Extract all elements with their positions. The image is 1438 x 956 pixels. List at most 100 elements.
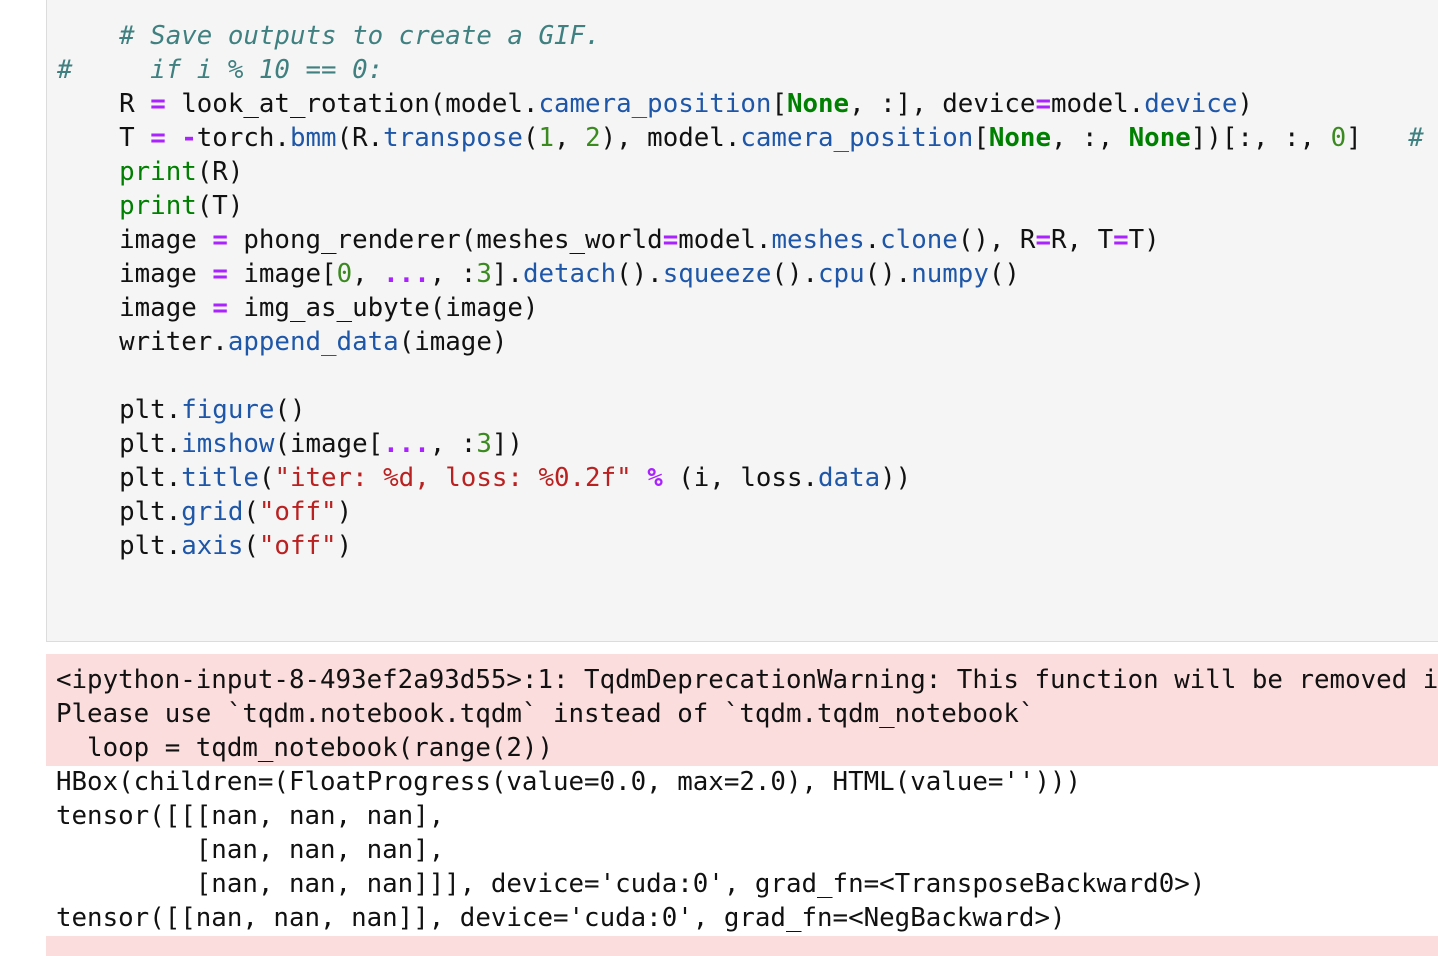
- code-token: transpose: [383, 123, 523, 153]
- code-line: plt.axis("off"): [57, 529, 1424, 563]
- code-line: image = phong_renderer(meshes_world=mode…: [57, 223, 1424, 257]
- code-token: (): [988, 259, 1020, 289]
- code-token: title: [181, 463, 259, 493]
- code-token: =: [1113, 225, 1129, 255]
- stdout-line: [nan, nan, nan]]], device='cuda:0', grad…: [56, 869, 1206, 899]
- code-line: R = look_at_rotation(model.camera_positi…: [57, 87, 1424, 121]
- code-token: #: [1408, 123, 1424, 153]
- code-token: =: [150, 89, 166, 119]
- code-token: ...: [383, 259, 430, 289]
- code-token: None: [1128, 123, 1191, 153]
- code-token: 0: [1330, 123, 1347, 153]
- stderr-output: <ipython-input-8-493ef2a93d55>:1: TqdmDe…: [46, 654, 1438, 766]
- code-token: =: [212, 225, 228, 255]
- code-line: plt.title("iter: %d, loss: %0.2f" % (i, …: [57, 461, 1424, 495]
- code-line: [57, 359, 1424, 393]
- stderr-line: Please use `tqdm.notebook.tqdm` instead …: [56, 699, 1035, 729]
- code-token: model.: [678, 225, 772, 255]
- code-line: # Save outputs to create a GIF.: [57, 19, 1424, 53]
- code-token: numpy: [911, 259, 989, 289]
- code-token: , :], device: [849, 89, 1036, 119]
- code-token: 0: [336, 259, 353, 289]
- code-token: plt.: [57, 531, 182, 561]
- code-token: -: [181, 123, 197, 153]
- code-line: print(R): [57, 155, 1424, 189]
- code-token: (), R: [957, 225, 1036, 255]
- code-token: =: [662, 225, 679, 255]
- code-token: R, T: [1051, 225, 1114, 255]
- code-token: (T): [196, 191, 244, 221]
- code-token: [57, 191, 119, 221]
- code-token: (R): [196, 157, 244, 187]
- code-token: [: [973, 123, 989, 153]
- code-token: ): [336, 531, 353, 561]
- code-token: img_as_ubyte(image): [227, 293, 539, 323]
- code-token: # Save outputs to create a GIF.: [119, 21, 601, 51]
- code-token: look_at_rotation(model.: [165, 89, 539, 119]
- code-token: T): [1128, 225, 1160, 255]
- code-line: T = -torch.bmm(R.transpose(1, 2), model.…: [57, 121, 1424, 155]
- code-token: (): [274, 395, 306, 425]
- stderr-line: <ipython-input-8-493ef2a93d55>:1: TqdmDe…: [56, 665, 1438, 695]
- code-editor[interactable]: # Save outputs to create a GIF.# if i % …: [57, 19, 1424, 563]
- code-token: plt.: [57, 463, 182, 493]
- code-token: ): [1237, 89, 1253, 119]
- stdout-line: HBox(children=(FloatProgress(value=0.0, …: [56, 767, 1082, 797]
- code-token: "off": [258, 531, 337, 561]
- code-token: torch.: [196, 123, 290, 153]
- code-token: print: [119, 191, 197, 221]
- code-token: image: [57, 225, 213, 255]
- code-token: squeeze: [662, 259, 772, 289]
- code-token: camera_position: [538, 89, 772, 119]
- code-token: "iter: %d, loss: %0.2f": [274, 463, 632, 493]
- code-token: model.: [1051, 89, 1145, 119]
- code-cell-input[interactable]: # Save outputs to create a GIF.# if i % …: [46, 0, 1438, 642]
- code-token: [166, 123, 182, 153]
- code-token: %: [647, 463, 663, 493]
- code-token: meshes: [771, 225, 865, 255]
- code-token: image: [57, 293, 213, 323]
- stdout-output: HBox(children=(FloatProgress(value=0.0, …: [56, 765, 1205, 935]
- code-token: ().: [864, 259, 912, 289]
- code-token: , :,: [1051, 123, 1129, 153]
- stderr-line: loop = tqdm_notebook(range(2)): [56, 733, 553, 763]
- code-token: append_data: [227, 327, 399, 357]
- code-token: cpu: [818, 259, 865, 289]
- code-token: ), model.: [600, 123, 741, 153]
- code-line: plt.imshow(image[..., :3]): [57, 427, 1424, 461]
- code-token: =: [150, 123, 166, 153]
- code-token: ]): [491, 429, 523, 459]
- code-token: image[: [227, 259, 337, 289]
- code-token: ]: [1346, 123, 1409, 153]
- code-token: plt.: [57, 429, 182, 459]
- code-token: (: [243, 531, 259, 561]
- code-line: plt.grid("off"): [57, 495, 1424, 529]
- code-token: =: [1035, 225, 1051, 255]
- code-token: imshow: [181, 429, 275, 459]
- code-token: plt.: [57, 497, 182, 527]
- code-token: =: [212, 293, 228, 323]
- stderr-output-next: [46, 936, 1438, 956]
- code-token: ().: [616, 259, 663, 289]
- code-token: axis: [181, 531, 244, 561]
- code-token: detach: [522, 259, 617, 289]
- stdout-line: tensor([[[nan, nan, nan],: [56, 801, 445, 831]
- code-token: (R.: [336, 123, 384, 153]
- code-token: (i, loss.: [662, 463, 819, 493]
- code-token: , :: [429, 429, 477, 459]
- code-token: ...: [383, 429, 430, 459]
- code-token: bmm: [289, 123, 337, 153]
- code-token: (image[: [274, 429, 384, 459]
- code-token: .: [864, 225, 881, 255]
- code-token: figure: [181, 395, 275, 425]
- code-line: # if i % 10 == 0:: [57, 53, 1424, 87]
- code-token: 2: [585, 123, 601, 153]
- stdout-line: [nan, nan, nan],: [56, 835, 445, 865]
- code-line: image = image[0, ..., :3].detach().squee…: [57, 257, 1424, 291]
- code-line: print(T): [57, 189, 1424, 223]
- code-token: 3: [476, 429, 492, 459]
- code-token: data: [818, 463, 881, 493]
- stdout-line: tensor([[nan, nan, nan]], device='cuda:0…: [56, 903, 1066, 933]
- code-token: (: [522, 123, 539, 153]
- code-token: (: [243, 497, 259, 527]
